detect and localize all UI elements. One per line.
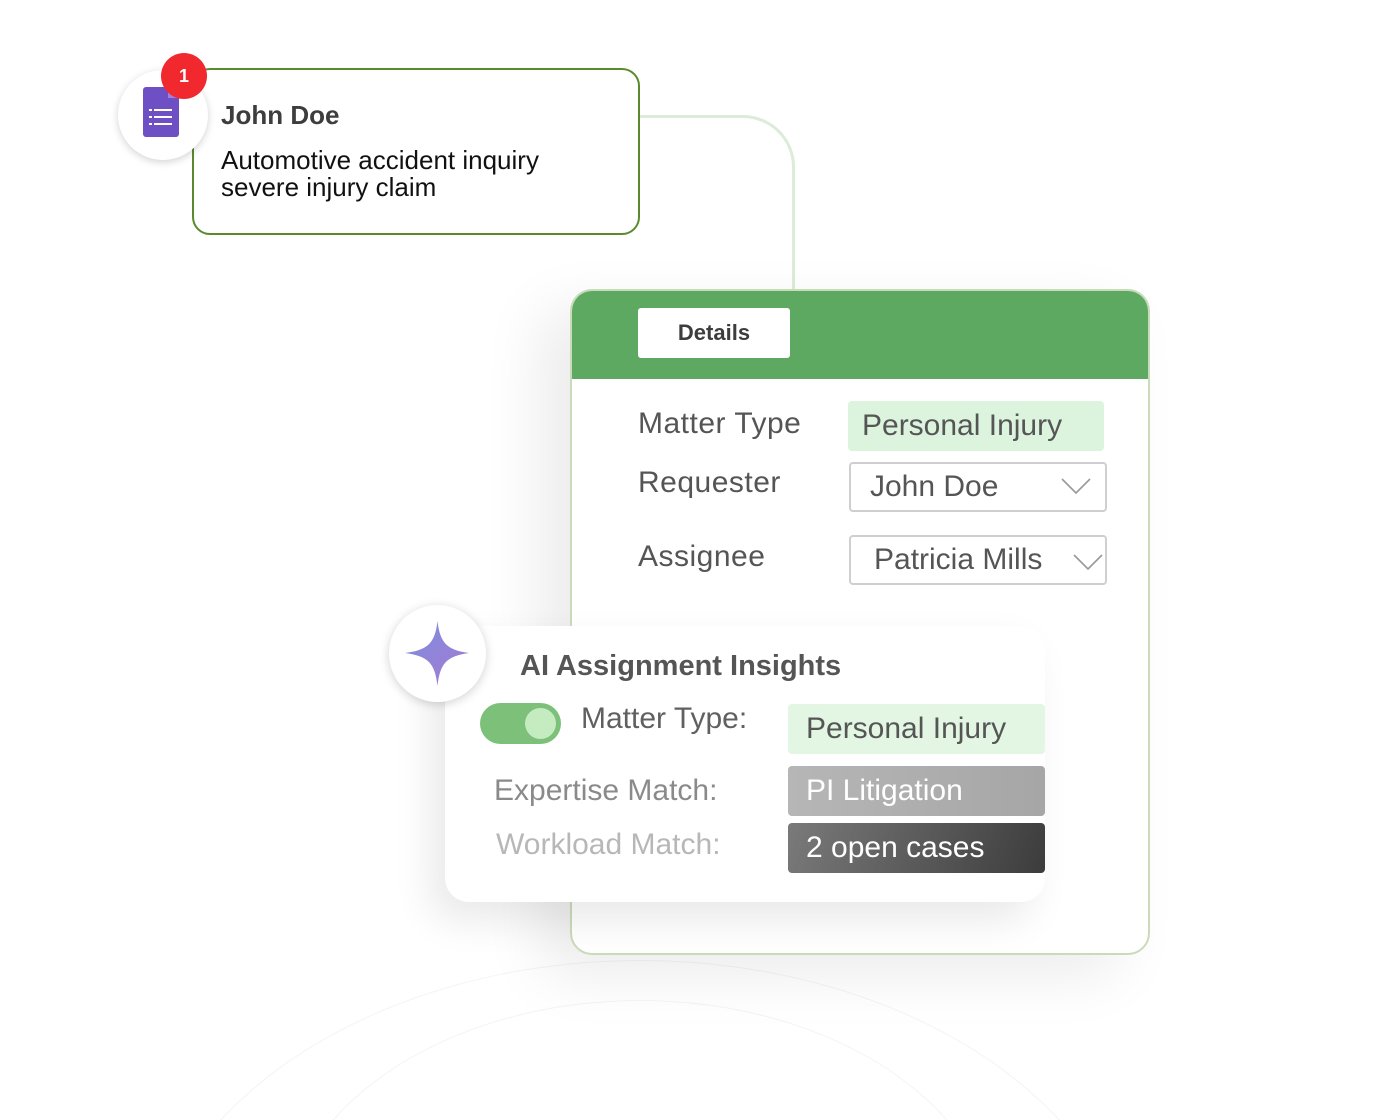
expertise-match-value: PI Litigation	[788, 766, 1045, 816]
toggle-knob	[525, 708, 556, 739]
chevron-down-icon	[1073, 554, 1103, 571]
ai-insights-title: AI Assignment Insights	[520, 650, 842, 682]
requester-value: John Doe	[870, 470, 999, 503]
matter-type-label: Matter Type	[638, 407, 802, 440]
ai-insights-toggle[interactable]	[480, 703, 561, 744]
notification-badge: 1	[161, 53, 207, 99]
assignee-label: Assignee	[638, 540, 766, 573]
sparkle-icon	[405, 621, 469, 686]
ai-matter-type-label: Matter Type:	[581, 702, 748, 735]
intake-requester-name: John Doe	[221, 100, 340, 130]
workload-match-value: 2 open cases	[788, 823, 1045, 873]
assignee-select[interactable]: Patricia Mills	[849, 535, 1107, 585]
intake-card[interactable]: John Doe Automotive accident inquiry sev…	[192, 68, 640, 235]
ai-sparkle-avatar	[389, 605, 486, 702]
connector-line	[638, 115, 795, 295]
expertise-match-label: Expertise Match:	[494, 774, 718, 807]
tab-details[interactable]: Details	[638, 308, 790, 358]
chevron-down-icon	[1061, 478, 1091, 495]
intake-description: Automotive accident inquiry severe injur…	[221, 145, 539, 202]
requester-select[interactable]: John Doe	[849, 462, 1107, 512]
assignee-value: Patricia Mills	[874, 543, 1043, 576]
requester-label: Requester	[638, 466, 781, 499]
matter-type-value: Personal Injury	[848, 401, 1104, 451]
workload-match-label: Workload Match:	[496, 828, 721, 861]
ai-matter-type-value: Personal Injury	[788, 704, 1045, 754]
details-header: Details	[572, 291, 1148, 379]
